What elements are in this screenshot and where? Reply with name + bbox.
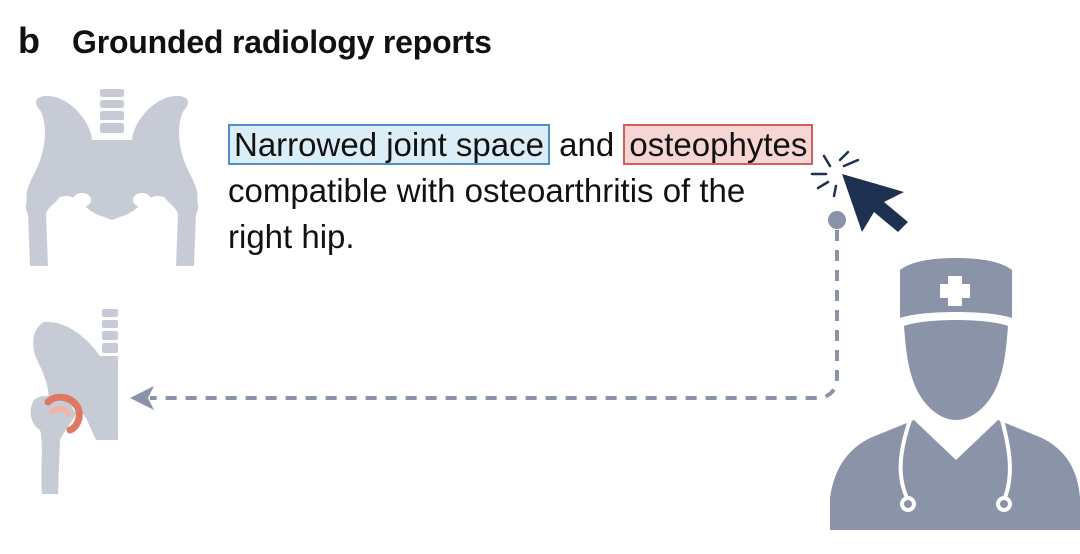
- grounded-phrase-osteophytes[interactable]: osteophytes: [623, 124, 814, 165]
- report-line-2: compatible with osteoarthritis of the: [228, 172, 746, 209]
- report-line-1: Narrowed joint space and osteophytes: [228, 122, 848, 168]
- grounding-arrow: [130, 211, 846, 410]
- grounded-phrase-joint-space[interactable]: Narrowed joint space: [228, 124, 550, 165]
- grounded-report-text: Narrowed joint space and osteophytes com…: [228, 122, 848, 260]
- doctor-icon: [830, 258, 1080, 530]
- report-connector: and: [559, 126, 615, 163]
- pelvis-xray-icon: [25, 89, 199, 266]
- mouse-cursor-icon: [810, 150, 908, 232]
- panel-letter: b: [18, 20, 40, 61]
- hip-joint-zoom-icon: [30, 309, 119, 494]
- panel-title: Grounded radiology reports: [72, 24, 492, 60]
- report-line-3: right hip.: [228, 218, 355, 255]
